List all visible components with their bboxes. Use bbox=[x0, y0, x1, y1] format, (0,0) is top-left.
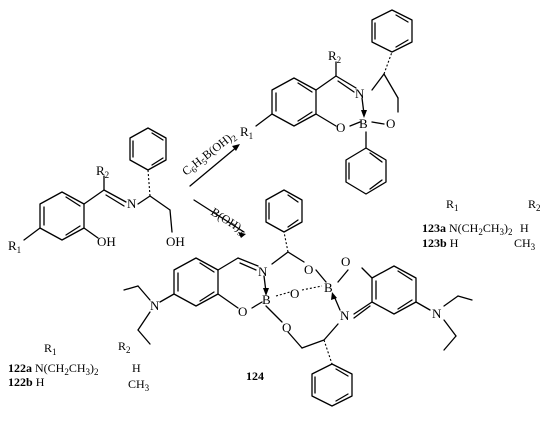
atom-n-124-right: N bbox=[340, 308, 350, 323]
benzene-ring-124-right bbox=[371, 265, 417, 315]
atom-o-124-lower: O bbox=[282, 320, 291, 335]
atom-oh-phenol-122: OH bbox=[97, 234, 116, 249]
row-122b: 122b H bbox=[8, 375, 45, 389]
atom-n-123: N bbox=[355, 86, 365, 101]
row-122b-r2: CH3 bbox=[128, 377, 150, 393]
atom-o-oxazolidine-123: O bbox=[386, 116, 395, 131]
atom-n-124-left-amine: N bbox=[150, 298, 160, 313]
atom-o-124-upper-left: O bbox=[304, 262, 313, 277]
compound-122-structure bbox=[23, 127, 173, 241]
row-123b-r2: CH3 bbox=[514, 236, 536, 252]
atom-oh-alcohol-122: OH bbox=[166, 234, 185, 249]
atom-n-124-right-amine: N bbox=[432, 306, 442, 321]
benzene-ring-123 bbox=[271, 77, 317, 127]
phenyl-ring-124-upper bbox=[265, 189, 303, 233]
substituent-table-123: R1 R2 123a N(CH2CH3)2 H 123b H CH3 bbox=[422, 197, 541, 252]
header-r1-122: R1 bbox=[44, 341, 57, 357]
row-122a: 122a N(CH2CH3)2 bbox=[8, 361, 99, 377]
atom-r1-122: R1 bbox=[8, 238, 21, 255]
row-123b: 123b H bbox=[422, 236, 459, 250]
atom-n-122: N bbox=[127, 196, 137, 211]
atom-b-123: B bbox=[359, 116, 368, 131]
header-r1-123: R1 bbox=[446, 197, 459, 213]
atom-r2-123: R2 bbox=[328, 48, 341, 65]
reaction-arrow-to-124 bbox=[193, 199, 246, 238]
substituent-table-122: R1 R2 122a N(CH2CH3)2 H 122b H CH3 bbox=[8, 339, 150, 393]
header-r2-122: R2 bbox=[118, 339, 131, 355]
row-123a: 123a N(CH2CH3)2 bbox=[422, 221, 513, 237]
atom-o-124-phenoxy-left: O bbox=[238, 304, 247, 319]
reagent-phenylboronic-acid: C6H5B(OH)2 bbox=[179, 128, 239, 180]
atom-b-124-left: B bbox=[262, 292, 271, 307]
row-122a-r2: H bbox=[132, 361, 141, 375]
header-r2-123: R2 bbox=[528, 197, 541, 213]
phenyl-ring-122 bbox=[129, 127, 167, 171]
benzene-ring-122 bbox=[39, 191, 85, 241]
compound-124-structure bbox=[123, 189, 473, 407]
reagent-boric-acid: B(OH)3 bbox=[207, 205, 248, 239]
phenyl-ring-124-lower bbox=[311, 363, 353, 407]
row-123a-r2: H bbox=[520, 221, 529, 235]
compound-124-label: 124 bbox=[246, 369, 264, 383]
atom-r1-123: R1 bbox=[240, 124, 253, 141]
benzene-ring-124-left bbox=[173, 257, 219, 307]
phenyl-ring-123-boron bbox=[345, 147, 387, 195]
atom-r2-122: R2 bbox=[96, 163, 109, 180]
compound-123-structure bbox=[255, 9, 413, 195]
atom-o-124-upper-right: O bbox=[341, 254, 350, 269]
phenyl-ring-123-upper bbox=[371, 9, 413, 53]
atom-o-phenoxy-123: O bbox=[336, 120, 345, 135]
atom-n-124-left: N bbox=[258, 264, 268, 279]
atom-o-124-center: O bbox=[290, 286, 299, 301]
reaction-arrow-to-123 bbox=[189, 144, 240, 187]
atom-b-124-right: B bbox=[324, 280, 333, 295]
